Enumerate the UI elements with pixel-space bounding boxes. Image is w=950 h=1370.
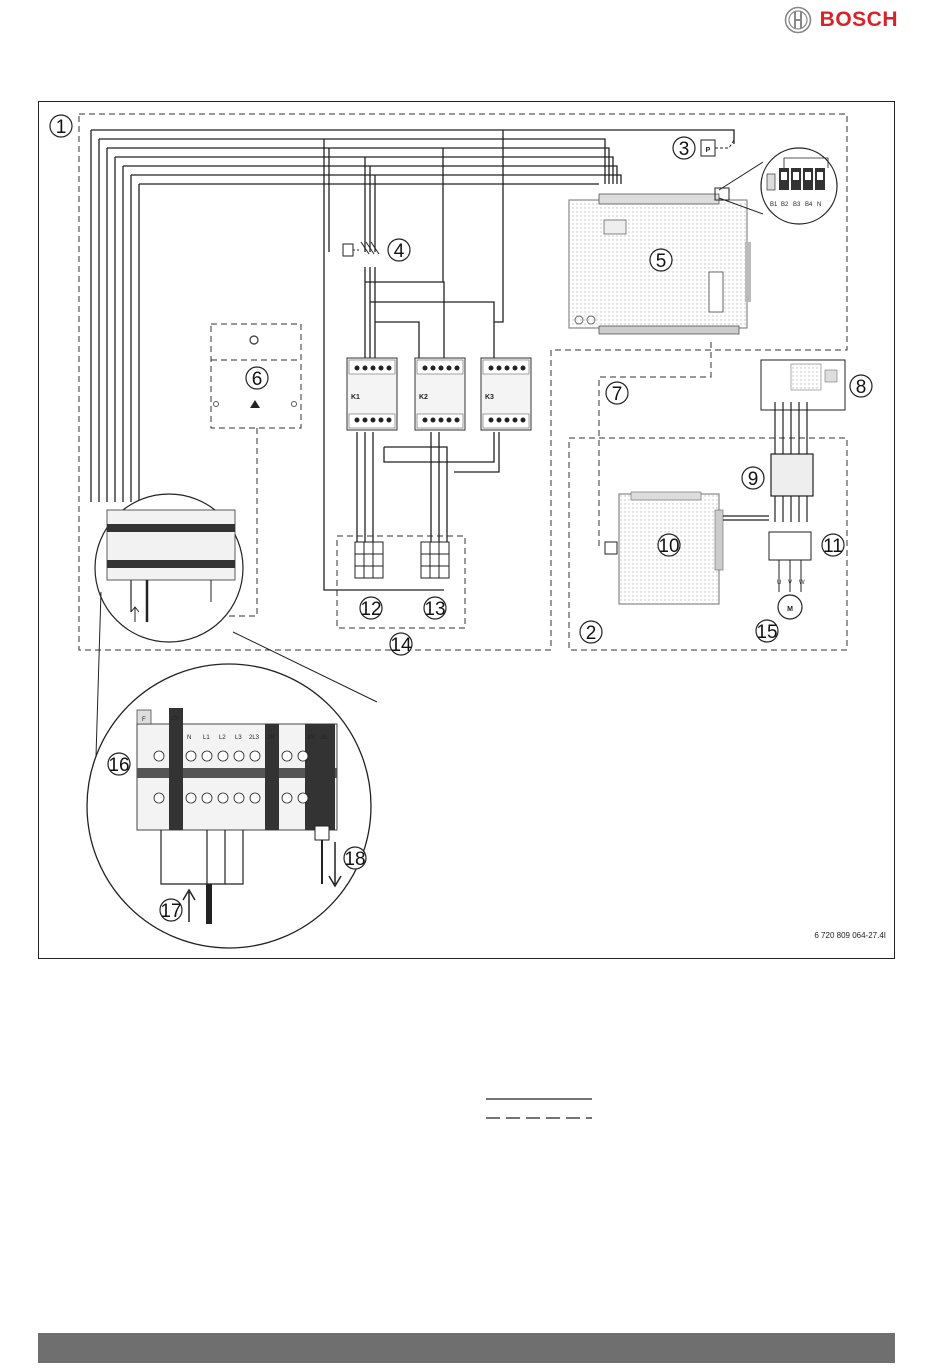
line-legend: [486, 1092, 596, 1128]
callout-15-label: 15: [756, 622, 777, 643]
callout-5-label: 5: [656, 251, 667, 272]
callout-3-label: 3: [679, 139, 690, 160]
footer-bar: [38, 1333, 895, 1363]
relay-label-b4: B4: [805, 202, 813, 208]
terminal-block-13: [421, 542, 449, 578]
callout-16-label: 16: [108, 755, 129, 776]
callout-7-label: 7: [612, 384, 623, 405]
motor-label: M: [787, 606, 793, 613]
terminal-label-l3: L3: [235, 735, 242, 741]
contactor-k2: K2: [415, 358, 465, 430]
terminal-label-l1: L1: [203, 735, 210, 741]
brand-name: BOSCH: [820, 8, 898, 32]
callout-8-label: 8: [856, 377, 867, 398]
terminal-label-3n: 3N: [307, 735, 315, 741]
callout-17-label: 17: [160, 901, 181, 922]
callout-6-label: 6: [252, 369, 263, 390]
terminal-label-2l3: 2L3: [249, 735, 260, 741]
callout-11-label: 11: [823, 536, 843, 557]
relay-label-n: N: [817, 202, 821, 208]
relay-label-b2: B2: [781, 202, 789, 208]
relay-label-b3: B3: [793, 202, 801, 208]
terminal-block-12: [355, 542, 383, 578]
frequency-converter: [769, 532, 811, 560]
terminal-label-l2: L2: [219, 735, 226, 741]
terminal-magnifier-small: [95, 494, 243, 642]
contactor-k2-label: K2: [419, 394, 428, 401]
contactor-k1-label: K1: [351, 394, 360, 401]
motor-phase-v: V: [788, 580, 792, 586]
callout-18-label: 18: [344, 849, 365, 870]
relay-label-b1: B1: [770, 202, 778, 208]
wiring-diagram: 1 3 P 5: [38, 101, 895, 959]
contactor-k3: K3: [481, 358, 531, 430]
callout-9-label: 9: [748, 469, 759, 490]
terminal-label-n: N: [187, 735, 191, 741]
burner-control: [605, 492, 769, 604]
callout-2-label: 2: [586, 623, 597, 644]
contactor-k3-label: K3: [485, 394, 494, 401]
terminal-magnifier-large: F 1N N L1 L2 L3 2L3 2N 3N 3L: [87, 664, 371, 948]
main-switch: [343, 242, 379, 256]
brand-logo: BOSCH: [784, 6, 898, 34]
bosch-armature-icon: [784, 6, 812, 34]
callout-12-label: 12: [360, 599, 381, 620]
motor-phase-u: U: [777, 580, 781, 586]
pressure-switch-label: P: [706, 147, 711, 154]
callout-10-label: 10: [658, 536, 679, 557]
terminal-strip-9: [771, 402, 813, 522]
callout-4-label: 4: [394, 241, 405, 262]
terminal-label-2n: 2N: [267, 735, 275, 741]
terminal-label-3l: 3L: [321, 735, 328, 741]
motor-phase-w: W: [799, 580, 805, 586]
callout-1-label: 1: [56, 117, 67, 138]
callout-13-label: 13: [424, 599, 445, 620]
terminal-label-1n: 1N: [171, 716, 179, 722]
figure-code: 6 720 809 064-27.4I: [814, 931, 886, 940]
contactor-k1: K1: [347, 358, 397, 430]
terminal-label-f: F: [142, 717, 146, 723]
callout-14-label: 14: [390, 635, 412, 656]
wiring-diagram-drawing: 1 3 P 5: [39, 102, 896, 960]
